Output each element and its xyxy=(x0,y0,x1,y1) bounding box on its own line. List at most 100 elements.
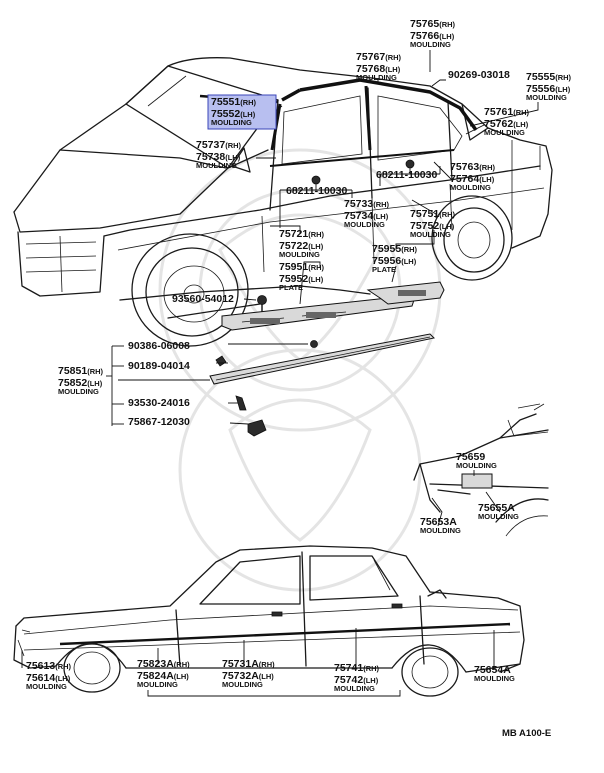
part-number: 75742(LH) xyxy=(334,674,379,686)
part-description: MOULDING xyxy=(450,183,491,192)
part-number: 90189-04014 xyxy=(128,360,190,372)
rear-wheel xyxy=(431,195,513,281)
part-label-75551: 75551(RH) xyxy=(211,96,257,108)
part-description: MOULDING xyxy=(279,250,320,259)
part-number: 93560-54012 xyxy=(172,293,234,305)
part-label-93530-24016: 93530-24016 xyxy=(128,397,190,409)
part-number: 90269-03018 xyxy=(448,69,510,81)
part-description: MOULDING xyxy=(211,118,252,127)
part-label-75766: 75766(LH)MOULDING xyxy=(410,30,455,49)
part-description: MOULDING xyxy=(222,680,263,689)
part-number: 75659 xyxy=(456,451,485,463)
part-label-75824A: 75824A(LH)MOULDING xyxy=(137,670,189,689)
part-number: 68211-10030 xyxy=(376,169,437,181)
part-number: 75761(RH) xyxy=(484,106,530,118)
part-number: 75733(RH) xyxy=(344,198,390,210)
part-number: 75867-12030 xyxy=(128,416,190,428)
part-description: MOULDING xyxy=(420,526,461,535)
part-description: MOULDING xyxy=(26,682,67,691)
part-number: 75766(LH) xyxy=(410,30,455,42)
diagram-code: MB A100-E xyxy=(502,728,551,739)
part-description: MOULDING xyxy=(484,128,525,137)
part-label-75752: 75752(LH)MOULDING xyxy=(410,220,455,239)
part-label-90189-04014: 90189-04014 xyxy=(128,360,190,372)
part-number: 75955(RH) xyxy=(372,243,418,255)
part-number: 75741(RH) xyxy=(334,662,380,674)
part-label-75952: 75952(LH)PLATE xyxy=(279,273,324,292)
part-description: MOULDING xyxy=(474,674,515,683)
part-number: 75738(LH) xyxy=(196,151,241,163)
part-label-75761: 75761(RH) xyxy=(484,106,530,118)
part-number: 75765(RH) xyxy=(410,18,456,30)
screw-part xyxy=(257,295,267,312)
part-number: 75951(RH) xyxy=(279,261,325,273)
part-label-93560-54012: 93560-54012 xyxy=(172,293,234,305)
part-number: 75952(LH) xyxy=(279,273,324,285)
part-description: MOULDING xyxy=(58,387,99,396)
part-number: 75737(RH) xyxy=(196,139,242,151)
part-number: 75653A xyxy=(420,516,457,528)
car-side-view xyxy=(13,545,525,697)
part-number: 75752(LH) xyxy=(410,220,455,232)
part-label-75742: 75742(LH)MOULDING xyxy=(334,674,379,693)
part-description: MOULDING xyxy=(334,684,375,693)
part-number: 75823A(RH) xyxy=(137,658,190,670)
part-description: MOULDING xyxy=(137,680,178,689)
part-number: 75824A(LH) xyxy=(137,670,189,682)
part-description: PLATE xyxy=(279,283,303,292)
scuff-plate-rear xyxy=(366,281,445,305)
part-label-75823A: 75823A(RH) xyxy=(137,658,190,670)
part-number: 75767(RH) xyxy=(356,51,402,63)
part-label-75721: 75721(RH) xyxy=(279,228,325,240)
part-number: 75762(LH) xyxy=(484,118,529,130)
clip-parts xyxy=(215,340,318,437)
part-number: 75852(LH) xyxy=(58,377,103,389)
part-number: 75722(LH) xyxy=(279,240,324,252)
part-description: MOULDING xyxy=(526,93,567,102)
part-label-75763: 75763(RH) xyxy=(450,161,496,173)
part-number: 75751(RH) xyxy=(410,208,456,220)
part-number: 75764(LH) xyxy=(450,173,495,185)
car-top-view xyxy=(13,57,553,347)
part-description: MOULDING xyxy=(478,512,519,521)
part-label-75867-12030: 75867-12030 xyxy=(128,416,190,428)
part-label-75956: 75956(LH)PLATE xyxy=(372,255,417,274)
part-number: 75614(LH) xyxy=(26,672,71,684)
part-label-75751: 75751(RH) xyxy=(410,208,456,220)
part-number: 93530-24016 xyxy=(128,397,190,409)
part-label-68211-10030-b: 68211-10030 xyxy=(376,169,437,181)
part-label-75852: 75852(LH)MOULDING xyxy=(58,377,103,396)
part-label-75734: 75734(LH)MOULDING xyxy=(344,210,389,229)
watermark-emblem xyxy=(158,148,442,592)
part-number: 90386-06008 xyxy=(128,340,190,352)
part-label-68211-10030-a: 68211-10030 xyxy=(286,185,347,197)
part-label-90386-06008: 90386-06008 xyxy=(128,340,190,352)
part-label-75768: 75768(LH)MOULDING xyxy=(356,63,401,82)
front-wheel xyxy=(131,233,249,347)
part-description: MOULDING xyxy=(410,40,451,49)
part-label-75555: 75555(RH) xyxy=(526,71,572,83)
part-number: 75731A(RH) xyxy=(222,658,275,670)
part-number: 75556(LH) xyxy=(526,83,571,95)
part-label-75737: 75737(RH) xyxy=(196,139,242,151)
part-description: MOULDING xyxy=(456,461,497,470)
part-label-90269-03018: 90269-03018 xyxy=(448,69,510,81)
part-label-75764: 75764(LH)MOULDING xyxy=(450,173,495,192)
part-label-75732A: 75732A(LH)MOULDING xyxy=(222,670,274,689)
part-label-75767: 75767(RH) xyxy=(356,51,402,63)
part-labels: 75765(RH)75766(LH)MOULDING75767(RH)75768… xyxy=(26,18,572,693)
part-number: 75721(RH) xyxy=(279,228,325,240)
part-number: 75734(LH) xyxy=(344,210,389,222)
part-label-75722: 75722(LH)MOULDING xyxy=(279,240,324,259)
part-label-75955: 75955(RH) xyxy=(372,243,418,255)
part-number: 75655A xyxy=(478,502,515,514)
part-label-75731A: 75731A(RH) xyxy=(222,658,275,670)
part-label-75613: 75613(RH) xyxy=(26,660,72,672)
part-number: 75763(RH) xyxy=(450,161,496,173)
part-label-75552: 75552(LH)MOULDING xyxy=(211,108,256,127)
part-label-75762: 75762(LH)MOULDING xyxy=(484,118,529,137)
part-label-75741: 75741(RH) xyxy=(334,662,380,674)
part-number: 75654A xyxy=(474,664,511,676)
part-label-75733: 75733(RH) xyxy=(344,198,390,210)
